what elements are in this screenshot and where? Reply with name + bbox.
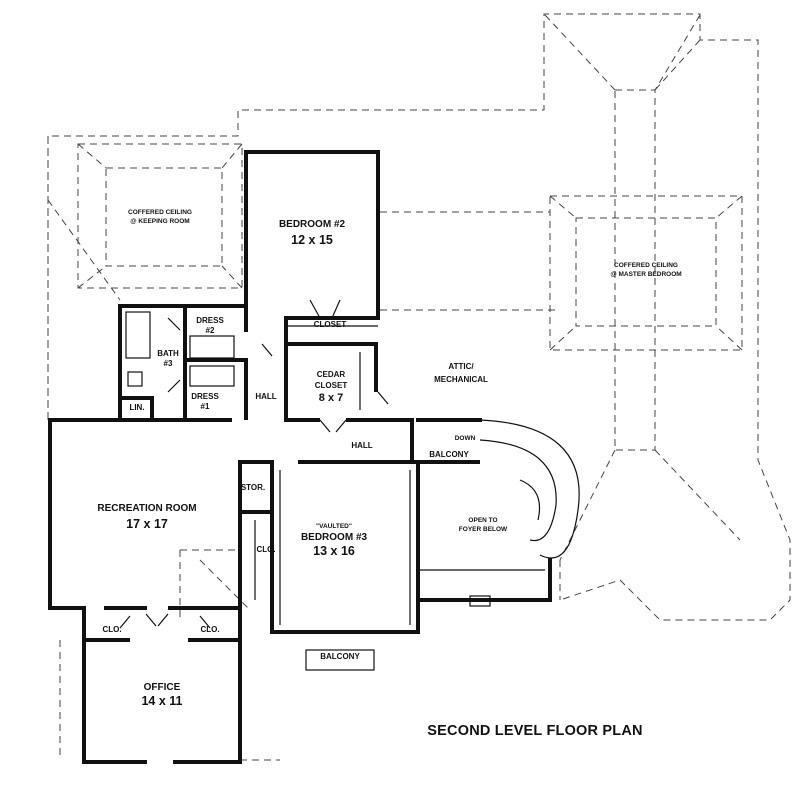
coffered-ceiling-master bbox=[549, 195, 743, 351]
dress1-label-a: DRESS bbox=[191, 392, 219, 401]
coffered-master-line2: @ MASTER BEDROOM bbox=[610, 271, 681, 278]
plan-title: SECOND LEVEL FLOOR PLAN bbox=[427, 723, 642, 739]
clo-left-label: CLO. bbox=[102, 625, 121, 634]
recreation-size: 17 x 17 bbox=[126, 517, 168, 531]
coffered-keeping-line1: COFFERED CEILING bbox=[128, 209, 192, 216]
bedroom3-size: 13 x 16 bbox=[313, 544, 355, 558]
coffered-master-line1: COFFERED CEILING bbox=[614, 262, 678, 269]
lin-label: LIN. bbox=[129, 403, 144, 412]
coffered-keeping-line2: @ KEEPING ROOM bbox=[130, 218, 189, 225]
cedar-label-b: CLOSET bbox=[315, 381, 348, 390]
attic-label-b: MECHANICAL bbox=[434, 375, 488, 384]
details bbox=[119, 299, 580, 671]
office-size: 14 x 11 bbox=[141, 694, 182, 708]
balcony-lower-label: BALCONY bbox=[320, 652, 360, 661]
room-labels: COFFERED CEILING @ KEEPING ROOM COFFERED… bbox=[97, 209, 681, 739]
recreation-name: RECREATION ROOM bbox=[97, 503, 196, 514]
walls bbox=[48, 150, 552, 764]
bedroom2-name: BEDROOM #2 bbox=[279, 219, 346, 230]
bath3-label-a: BATH bbox=[157, 349, 179, 358]
dress1-label-b: #1 bbox=[201, 402, 210, 411]
roof-outline bbox=[47, 13, 791, 761]
balcony-upper-label: BALCONY bbox=[429, 450, 469, 459]
office-name: OFFICE bbox=[144, 682, 181, 693]
open-to-label-b: FOYER BELOW bbox=[459, 526, 508, 533]
hall-left-label: HALL bbox=[255, 392, 276, 401]
hall-main-label: HALL bbox=[351, 441, 372, 450]
clo-right-label: CLO. bbox=[200, 625, 219, 634]
bedroom2-size: 12 x 15 bbox=[291, 233, 333, 247]
cedar-label-a: CEDAR bbox=[317, 370, 346, 379]
open-to-label-a: OPEN TO bbox=[468, 517, 497, 524]
vaulted-label: "VAULTED" bbox=[316, 523, 352, 530]
bedroom3-name: BEDROOM #3 bbox=[301, 532, 368, 543]
closet-label: CLOSET bbox=[314, 320, 347, 329]
cedar-size: 8 x 7 bbox=[319, 392, 343, 404]
stor-label: STOR. bbox=[241, 483, 265, 492]
coffered-ceiling-keeping bbox=[77, 143, 243, 289]
down-label: DOWN bbox=[455, 435, 476, 442]
dress2-label-b: #2 bbox=[206, 326, 215, 335]
dress2-label-a: DRESS bbox=[196, 316, 224, 325]
attic-label-a: ATTIC/ bbox=[448, 362, 474, 371]
clo-mid-label: CLO. bbox=[256, 545, 275, 554]
bath3-label-b: #3 bbox=[164, 359, 173, 368]
